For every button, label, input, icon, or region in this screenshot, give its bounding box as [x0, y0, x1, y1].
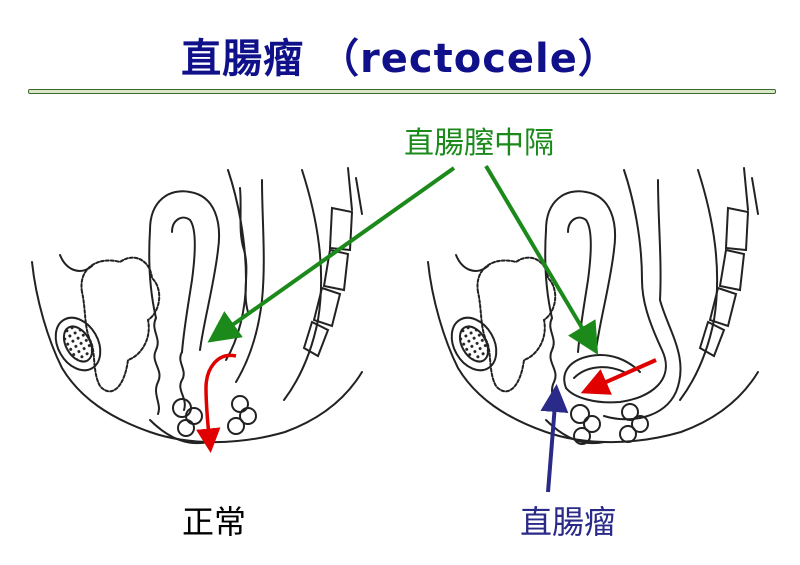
rectocele-pointer-arrow — [540, 384, 569, 493]
septum-arrow-normal — [207, 166, 456, 343]
rectocele-label: 直腸瘤 — [520, 503, 617, 541]
slide-title: 直腸瘤 （rectocele） — [181, 36, 619, 82]
normal-anatomy-drawing — [31, 167, 363, 445]
septum-arrow-rectocele — [484, 164, 599, 355]
rectocele-anatomy-drawing — [427, 167, 759, 445]
title-divider — [28, 89, 776, 94]
stool-flow-arrow-rectocele — [580, 358, 657, 395]
septum-label: 直腸膣中隔 — [404, 126, 554, 161]
normal-label: 正常 — [182, 503, 247, 541]
stool-flow-arrow-normal — [196, 353, 237, 453]
